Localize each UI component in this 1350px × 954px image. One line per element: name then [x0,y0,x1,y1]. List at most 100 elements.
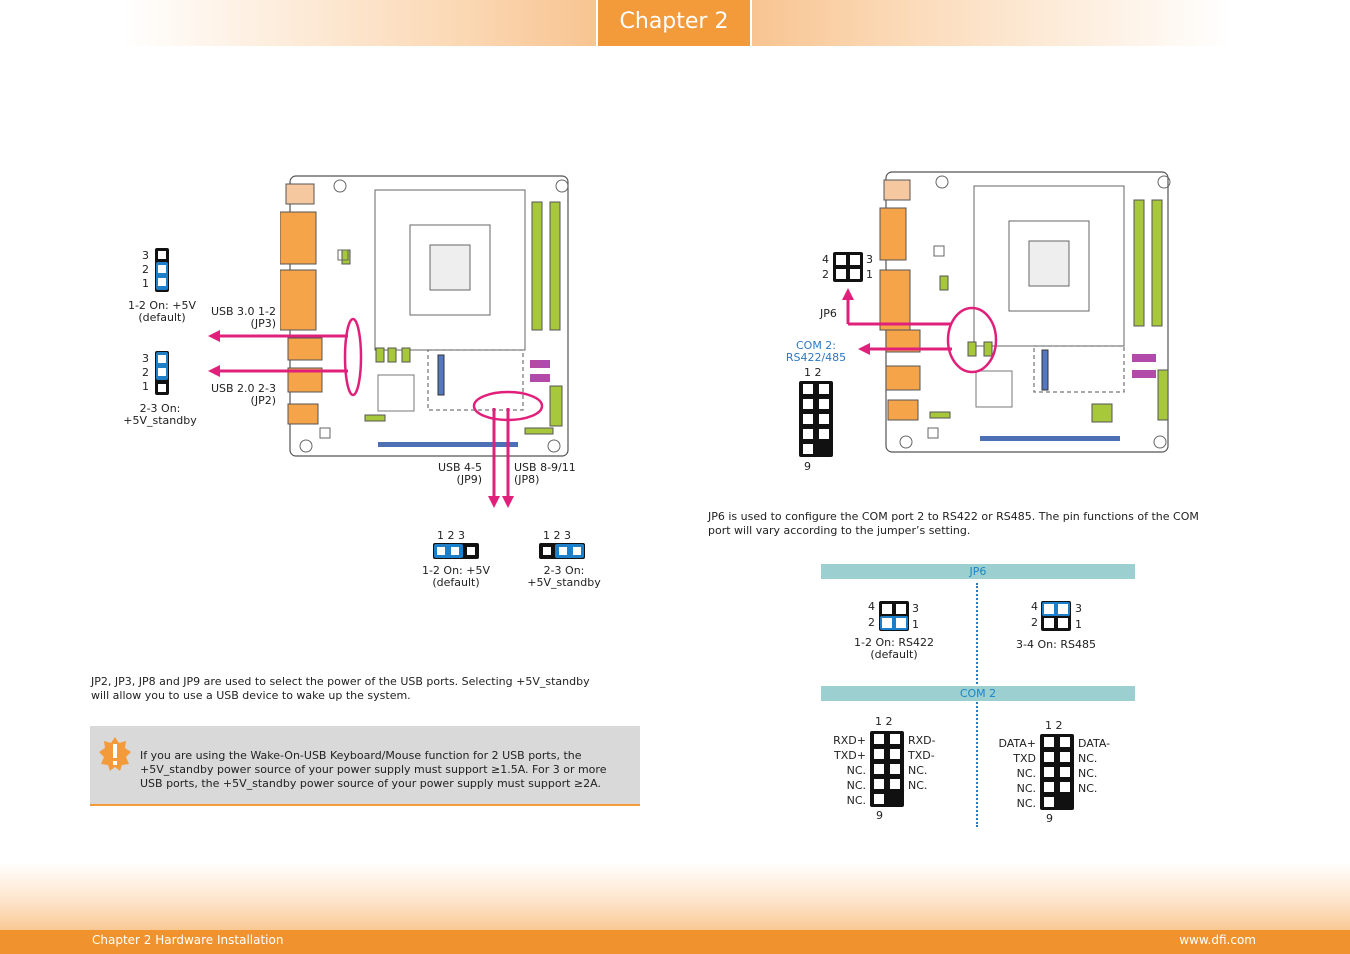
com2-label: COM 2: RS422/485 [780,340,852,364]
setting-b-caption-line1: 3-4 On: RS485 [1016,638,1096,651]
jp3-pin-numbers: 3 2 1 [142,249,149,291]
jp6-paragraph: JP6 is used to configure the COM port 2 … [708,510,1259,538]
usb30-label-line2: (JP3) [250,317,276,330]
jp2-caption: 2-3 On: +5V_standby [114,403,206,427]
jp3-caption-line2: (default) [138,311,186,324]
rs485-pin4-label: NC. [1078,752,1098,765]
setting-b-pin4: 4 [1031,600,1038,613]
pin-2: 2 [142,263,149,276]
com2-header-icon [799,381,833,457]
jp8-caption-line1: 2-3 On: [543,564,585,577]
usb-power-paragraph-line1: JP2, JP3, JP8 and JP9 are used to select… [91,675,590,688]
usb45-label-line2: (JP9) [456,473,482,486]
note-text-line3: USB ports, the +5V_standby power source … [140,777,601,790]
rs422-header-icon [870,731,904,807]
rs422-pin4-label: TXD- [908,749,935,762]
rs422-pin7-label: NC. [846,779,866,792]
jp8-jumper-icon [539,543,585,559]
setting-a-caption-line1: 1-2 On: RS422 [854,636,934,649]
jp2-jumper-icon [155,351,169,395]
jp8-pin-numbers: 1 2 3 [543,529,571,542]
rs485-pin-bottom: 9 [1046,812,1053,825]
setting-a-pin2: 2 [868,616,875,629]
jp9-caption-line2: (default) [432,576,480,589]
warning-icon [99,737,131,771]
pin-1: 1 [142,277,149,290]
jp6-pin4: 4 [822,253,829,266]
jp3-jumper-icon [155,248,169,292]
rs485-left-labels: DATA+ TXD NC. NC. NC. [990,736,1036,811]
footer-website-link[interactable]: www.dfi.com [1179,933,1256,947]
setting-a-pin4: 4 [868,600,875,613]
jp6-pin3: 3 [866,253,873,266]
jp3-caption-line1: 1-2 On: +5V [127,299,197,312]
setting-b-caption: 3-4 On: RS485 [1000,639,1112,651]
note-box [90,726,640,806]
rs485-pin8-label: NC. [1078,782,1098,795]
jp2-caption-line2: +5V_standby [123,414,197,427]
usb20-label-line1: USB 2.0 2-3 [210,382,276,395]
pin-1: 1 [142,380,149,393]
footer-band [0,862,1350,930]
com2-section-title: COM 2 [821,686,1135,701]
rs485-header-icon [1040,734,1074,810]
note-text: If you are using the Wake-On-USB Keyboar… [140,749,636,791]
jp2-pin-numbers: 3 2 1 [142,352,149,394]
section-divider [976,583,978,827]
jp6-section-title: JP6 [821,564,1135,579]
arrows-left [208,330,348,377]
setting-b-pin3: 3 [1075,602,1082,615]
com2-header-pins-top: 1 2 [804,366,822,379]
usb30-label: USB 3.0 1-2 (JP3) [204,306,276,330]
jp6-pin2: 2 [822,268,829,281]
rs485-pin1-label: DATA+ [998,737,1036,750]
note-text-line1: If you are using the Wake-On-USB Keyboar… [140,749,582,762]
rs422-pin8-label: NC. [908,779,928,792]
rs485-pin2-label: DATA- [1078,737,1111,750]
jp8-caption: 2-3 On: +5V_standby [514,565,614,589]
rs422-pin-bottom: 9 [876,809,883,822]
setting-a-pin3: 3 [912,602,919,615]
setting-b-pin2: 2 [1031,616,1038,629]
rs422-pin1-label: RXD+ [833,734,866,747]
pin-3: 3 [142,352,149,365]
rs485-pin5-label: NC. [1016,767,1036,780]
usb-power-paragraph: JP2, JP3, JP8 and JP9 are used to select… [91,675,631,703]
jp6-pin1: 1 [866,268,873,281]
motherboard-diagram-left [280,175,569,457]
note-text-line2: +5V_standby power source of your power s… [140,763,607,776]
usb20-label-line2: (JP2) [250,394,276,407]
rs485-pin3-label: TXD [1013,752,1036,765]
setting-a-pin1: 1 [912,618,919,631]
jp9-caption: 1-2 On: +5V (default) [406,565,506,589]
jp3-caption: 1-2 On: +5V (default) [116,300,208,324]
motherboard-diagram-right [879,171,1171,453]
jp6-label: JP6 [820,307,837,320]
usb8911-label: USB 8-9/11 (JP8) [514,462,594,486]
rs422-left-labels: RXD+ TXD+ NC. NC. NC. [826,733,866,808]
rs485-right-labels: DATA- NC. NC. NC. [1078,736,1110,796]
rs485-pins-top: 1 2 [1045,719,1063,732]
jp8-caption-line2: +5V_standby [527,576,601,589]
usb8911-label-line2: (JP8) [514,473,540,486]
setting-a-caption: 1-2 On: RS422 (default) [838,637,950,661]
jp9-pin-numbers: 1 2 3 [437,529,465,542]
rs422-pin9-label: NC. [846,794,866,807]
setting-a-caption-line2: (default) [870,648,918,661]
rs422-right-labels: RXD- TXD- NC. NC. [908,733,936,793]
com2-header-pin-bottom: 9 [804,460,811,473]
usb45-label-line1: USB 4-5 [437,461,482,474]
rs485-pin7-label: NC. [1016,782,1036,795]
rs485-pin6-label: NC. [1078,767,1098,780]
jp9-caption-line1: 1-2 On: +5V [421,564,491,577]
com2-label-line2: RS422/485 [785,351,847,364]
rs422-pin5-label: NC. [846,764,866,777]
jp6-paragraph-line1: JP6 is used to configure the COM port 2 … [708,510,1199,523]
pin-3: 3 [142,249,149,262]
arrows-right [842,288,952,355]
jp2-caption-line1: 2-3 On: [139,402,181,415]
setting-b-pin1: 1 [1075,618,1082,631]
usb30-label-line1: USB 3.0 1-2 [210,305,276,318]
usb20-label: USB 2.0 2-3 (JP2) [204,383,276,407]
setting-b-jumper-icon [1041,601,1071,631]
